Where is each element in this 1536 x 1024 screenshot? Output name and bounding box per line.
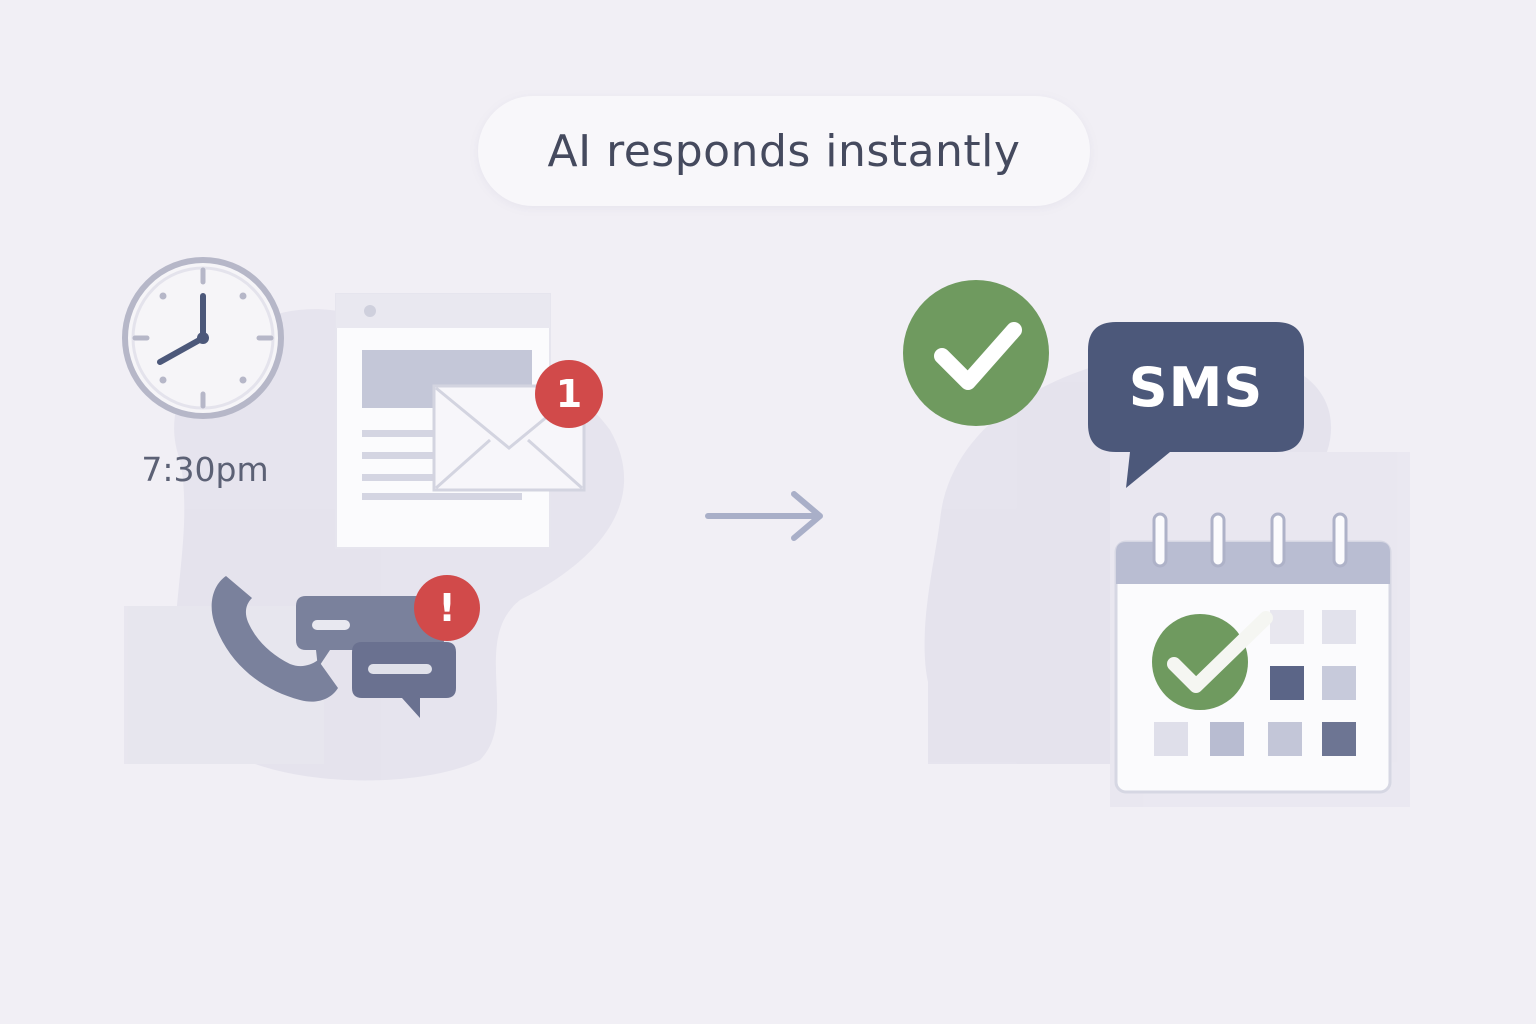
message-alert-badge — [414, 575, 480, 641]
phone-icon — [211, 576, 338, 702]
message-badge-count: ! — [438, 586, 456, 630]
arrow-right-icon — [705, 491, 823, 541]
email-badge-count: 1 — [555, 372, 583, 416]
checkmark-circle-icon — [903, 280, 1049, 426]
sms-bubble-icon — [1088, 322, 1304, 488]
title-pill: AI responds instantly — [478, 96, 1090, 206]
clock-icon — [122, 257, 284, 419]
page-title: AI responds instantly — [547, 125, 1021, 177]
time-label: 7:30pm — [141, 450, 269, 489]
sms-label: SMS — [1128, 355, 1264, 419]
calendar-icon — [1114, 512, 1392, 794]
email-alert-badge — [535, 360, 603, 428]
chat-bubbles-icon — [296, 596, 456, 718]
